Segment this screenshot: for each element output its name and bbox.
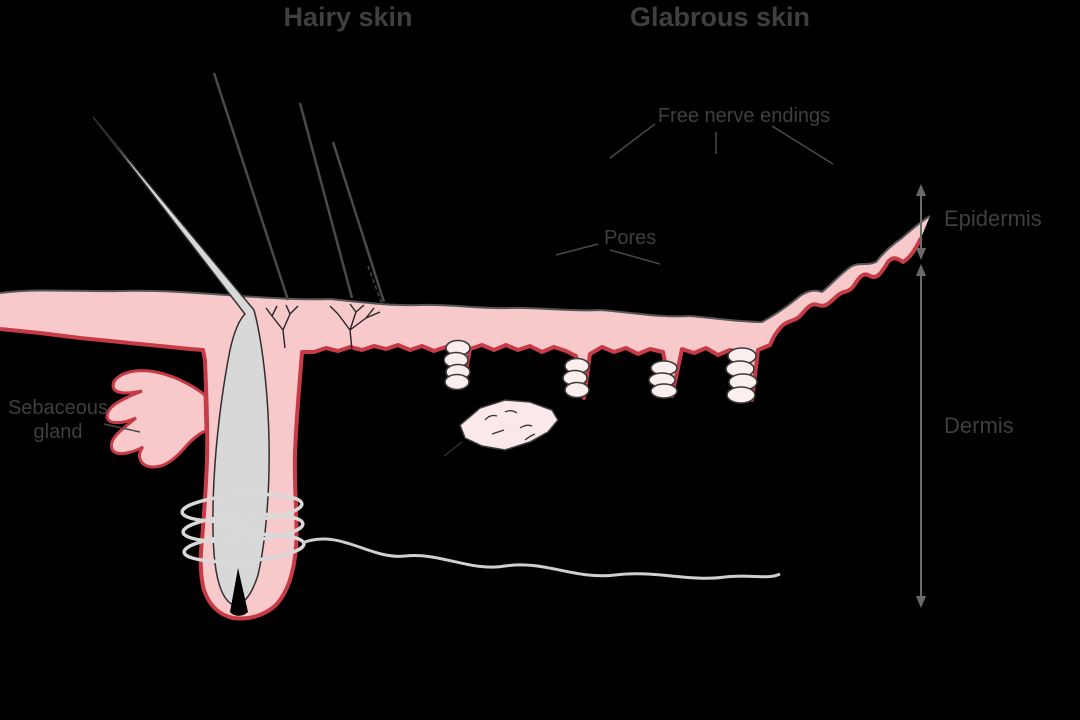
tactile-receptor bbox=[443, 399, 559, 457]
arrow-down-icon bbox=[916, 596, 926, 608]
receptor-coil-loop bbox=[181, 512, 305, 544]
arrow-up-icon bbox=[916, 264, 926, 276]
sweat-duct bbox=[648, 360, 678, 399]
hair-shafts bbox=[212, 72, 386, 305]
hair-shaft bbox=[331, 141, 386, 303]
sweat-duct bbox=[725, 347, 758, 404]
label-sebaceous-gland-line2: gland bbox=[34, 421, 83, 443]
label-epidermis: Epidermis bbox=[944, 206, 1042, 231]
pores-leader-right bbox=[609, 249, 661, 265]
afferent-nerve-fiber bbox=[301, 537, 781, 580]
epidermis-band bbox=[0, 215, 931, 621]
receptor-capsule bbox=[459, 399, 559, 451]
sweat-duct bbox=[562, 357, 590, 399]
free-nerve-ending-branches bbox=[265, 303, 381, 351]
title-hairy-skin: Hairy skin bbox=[283, 2, 412, 32]
arrow-up-icon bbox=[916, 184, 926, 196]
nerve-branch bbox=[329, 303, 381, 351]
label-free-nerve-endings: Free nerve endings bbox=[658, 105, 830, 127]
dermis-junction-outline bbox=[0, 237, 923, 621]
label-dermis: Dermis bbox=[944, 413, 1014, 438]
sebaceous-gland-leader bbox=[103, 423, 141, 433]
label-sebaceous-gland-line1: Sebaceous bbox=[8, 397, 108, 419]
receptor-nerve-tail bbox=[443, 441, 463, 457]
hair-shaft bbox=[298, 102, 354, 299]
arrow-down-icon bbox=[916, 248, 926, 260]
nerve-branch bbox=[265, 304, 299, 349]
layer-measures bbox=[916, 184, 926, 608]
receptor-cell-marks bbox=[484, 410, 536, 441]
free-nerve-endings-leader-left bbox=[609, 123, 656, 159]
sweat-duct-coils bbox=[443, 339, 758, 404]
hair-in-follicle bbox=[92, 116, 270, 607]
hair-follicle bbox=[92, 116, 270, 616]
receptor-coil-loop bbox=[180, 492, 304, 524]
free-nerve-endings-leader-right bbox=[771, 125, 834, 165]
label-pores: Pores bbox=[604, 227, 656, 249]
hair-follicle-receptor bbox=[180, 492, 781, 580]
hair-shaft bbox=[212, 72, 290, 301]
title-glabrous-skin: Glabrous skin bbox=[630, 2, 810, 32]
pores-leader-left bbox=[555, 243, 599, 256]
dermal-papilla-notch bbox=[230, 568, 248, 616]
leader-lines bbox=[103, 123, 834, 433]
sebaceous-gland-shape bbox=[105, 369, 208, 469]
diagram-labels: Hairy skin Glabrous skin Free nerve endi… bbox=[8, 2, 1042, 443]
sweat-duct bbox=[443, 339, 471, 391]
